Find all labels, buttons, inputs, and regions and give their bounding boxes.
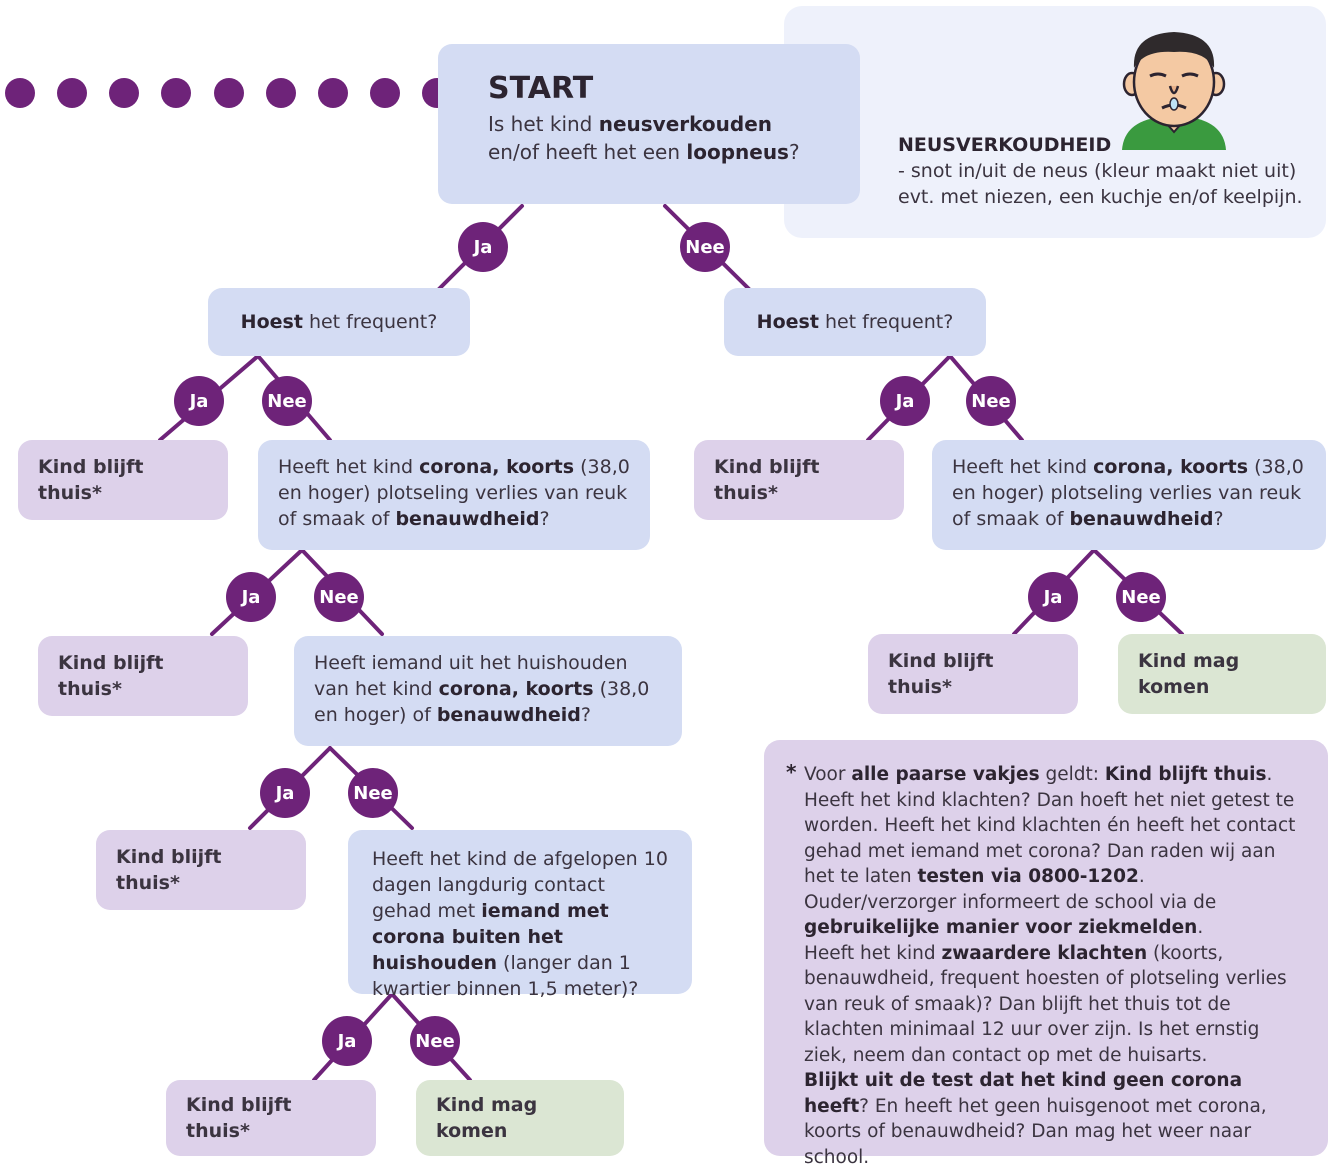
text-bold: Kind blijft thuis xyxy=(1104,764,1267,785)
dot xyxy=(109,78,139,108)
outcome-may-come: Kind mag komen xyxy=(416,1080,624,1156)
text-bold: Hoest xyxy=(240,311,303,333)
badge-yes: Ja xyxy=(174,376,224,426)
text: Ouder/verzorger informeert de school via… xyxy=(804,891,1217,913)
badge-no: Nee xyxy=(966,376,1016,426)
text-bold: benauwdheid xyxy=(395,508,540,530)
text-bold: alle paarse vakjes xyxy=(851,764,1040,785)
text: ? En heeft het geen huisgenoot met coron… xyxy=(804,1095,1267,1168)
dot xyxy=(370,78,400,108)
text-bold: corona, koorts xyxy=(419,456,575,478)
badge-yes: Ja xyxy=(880,376,930,426)
start-title: START xyxy=(488,71,594,106)
outcome-stay-home: Kind blijft thuis* xyxy=(18,440,228,520)
outcome-stay-home: Kind blijft thuis* xyxy=(694,440,904,520)
info-panel: NEUSVERKOUDHEID - snot in/uit de neus (k… xyxy=(784,6,1326,238)
badge-yes: Ja xyxy=(260,768,310,818)
text: het frequent? xyxy=(302,311,438,333)
cough-question-left: Hoest het frequent? xyxy=(208,288,470,356)
text: . xyxy=(1138,866,1145,887)
dot xyxy=(57,78,87,108)
text: Voor xyxy=(804,764,852,785)
text: Heeft iemand uit het huishouden van het … xyxy=(314,652,628,700)
text-bold: testen via 0800-1202 xyxy=(917,866,1139,887)
text-bold: Hoest xyxy=(756,311,819,333)
text-bold: loopneus xyxy=(686,140,789,164)
outcome-stay-home: Kind blijft thuis* xyxy=(96,830,306,910)
text-bold: gebruikelijke manier voor ziekmelden xyxy=(804,917,1198,938)
text: (koorts, benauwdheid, frequent hoesten o… xyxy=(804,942,1287,1066)
sick-child-icon xyxy=(1122,32,1226,150)
text: (38,0 en hoger) plotseling verlies van r… xyxy=(952,456,1304,530)
badge-no: Nee xyxy=(348,768,398,818)
contact-question: Heeft het kind de afgelopen 10 dagen lan… xyxy=(348,830,692,1000)
text-bold: corona, koorts xyxy=(438,678,594,700)
corona-question-right: Heeft het kind corona, koorts (38,0 en h… xyxy=(932,440,1326,550)
footnote-text: Voor alle paarse vakjes geldt: Kind blij… xyxy=(804,762,1308,1170)
badge-no: Nee xyxy=(680,222,730,272)
info-line: evt. met niezen, een kuchje en/of keelpi… xyxy=(898,186,1303,208)
text-bold: corona, koorts xyxy=(1093,456,1249,478)
text: ? xyxy=(539,508,550,530)
info-line: - snot in/uit de neus (kleur maakt niet … xyxy=(898,160,1297,182)
dot xyxy=(214,78,244,108)
text: ? xyxy=(1213,508,1224,530)
text: (38,0 en hoger) of xyxy=(314,678,650,726)
text: Heeft het kind xyxy=(804,942,942,964)
text: Is het kind xyxy=(488,112,599,136)
badge-yes: Ja xyxy=(458,222,508,272)
start-question: Is het kind neusverkouden en/of heeft he… xyxy=(488,110,810,166)
footnote-star: * xyxy=(786,760,797,784)
text: (langer dan 1 kwartier binnen 1,5 meter)… xyxy=(372,952,639,1000)
text: Heeft het kind xyxy=(952,456,1094,478)
badge-yes: Ja xyxy=(226,572,276,622)
corona-question-left: Heeft het kind corona, koorts (38,0 en h… xyxy=(258,440,650,550)
text: . xyxy=(1266,764,1273,785)
dot xyxy=(318,78,348,108)
text-bold: Blijkt uit de test dat het kind geen cor… xyxy=(804,1070,1243,1117)
text: ? xyxy=(580,704,591,726)
text: Heeft het kind xyxy=(278,456,420,478)
text: het frequent? xyxy=(818,311,954,333)
text: . xyxy=(1197,917,1204,938)
badge-yes: Ja xyxy=(322,1016,372,1066)
text: en/of heeft het een xyxy=(488,140,687,164)
badge-no: Nee xyxy=(262,376,312,426)
text-bold: zwaardere klachten xyxy=(941,942,1148,964)
outcome-stay-home: Kind blijft thuis* xyxy=(38,636,248,716)
text: Heeft het kind de afgelopen 10 dagen lan… xyxy=(372,848,668,922)
cough-question-right: Hoest het frequent? xyxy=(724,288,986,356)
badge-no: Nee xyxy=(410,1016,460,1066)
outcome-stay-home: Kind blijft thuis* xyxy=(868,634,1078,714)
outcome-may-come: Kind mag komen xyxy=(1118,634,1326,714)
household-question: Heeft iemand uit het huishouden van het … xyxy=(294,636,682,746)
footnote-panel: * Voor alle paarse vakjes geldt: Kind bl… xyxy=(764,740,1328,1168)
text: Heeft het kind klachten? Dan hoeft het n… xyxy=(804,789,1296,888)
info-heading: NEUSVERKOUDHEID xyxy=(898,134,1112,156)
badge-no: Nee xyxy=(314,572,364,622)
start-box: START Is het kind neusverkouden en/of he… xyxy=(438,44,860,204)
text: (38,0 en hoger) plotseling verlies van r… xyxy=(278,456,630,530)
outcome-stay-home: Kind blijft thuis* xyxy=(166,1080,376,1156)
dot xyxy=(5,78,35,108)
text: ? xyxy=(788,140,800,164)
badge-yes: Ja xyxy=(1028,572,1078,622)
text-bold: iemand met corona buiten het huishouden xyxy=(372,900,609,974)
text-bold: neusverkouden xyxy=(598,112,773,136)
dot xyxy=(161,78,191,108)
text: geldt: xyxy=(1039,764,1105,785)
text-bold: benauwdheid xyxy=(436,704,581,726)
badge-no: Nee xyxy=(1116,572,1166,622)
dot xyxy=(266,78,296,108)
text-bold: benauwdheid xyxy=(1069,508,1214,530)
